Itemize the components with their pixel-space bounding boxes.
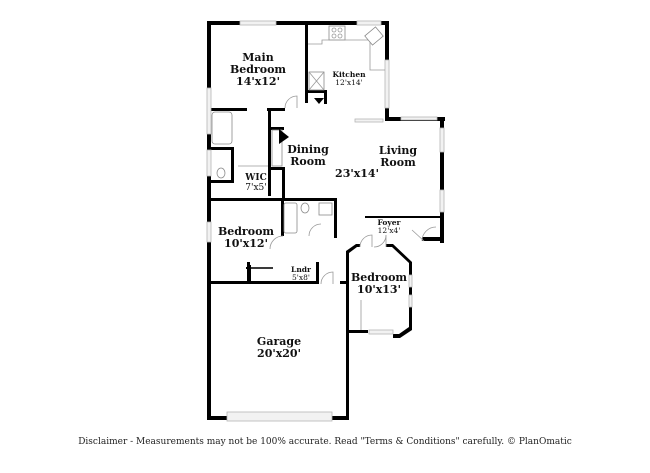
room-dimensions: 12'x4'	[377, 226, 401, 236]
room-dining: Dining Room	[287, 143, 329, 169]
bathtub-icon	[283, 202, 298, 234]
room-name: Lndr	[291, 265, 311, 274]
room-laundry: Lndr 5'x8'	[291, 265, 311, 283]
room-wic: WIC 7'x5'	[245, 173, 267, 194]
room-name: Foyer	[377, 218, 401, 227]
room-name: Garage	[256, 335, 302, 348]
room-dimensions: 10'x13'	[357, 283, 401, 297]
room-name: Bedroom	[350, 271, 408, 284]
toilet-icon	[216, 167, 226, 179]
toilet-icon	[300, 202, 310, 214]
room-dimensions: 5'x8'	[292, 273, 310, 283]
room-name: Bedroom	[217, 225, 275, 238]
room-living: Living Room	[378, 144, 418, 170]
room-name: Living	[378, 144, 418, 157]
disclaimer-text: Disclaimer - Measurements may not be 100…	[78, 437, 572, 447]
room-living-dims: 23'x14'	[335, 167, 379, 180]
room-name: Bedroom	[229, 63, 287, 77]
room-bedroom-2: Bedroom 10'x12'	[217, 225, 275, 251]
room-dimensions: 14'x12'	[236, 75, 280, 89]
room-name: Kitchen	[332, 70, 366, 79]
room-name: WIC	[245, 173, 267, 183]
room-dimensions: 12'x14'	[335, 78, 363, 88]
room-dimensions: 23'x14'	[335, 167, 379, 180]
bathtub-icon	[211, 111, 233, 145]
room-name: Dining	[287, 143, 329, 156]
room-name: Main	[242, 51, 274, 64]
room-name: Room	[290, 155, 326, 169]
vanity-icon	[271, 129, 283, 167]
room-kitchen: Kitchen 12'x14'	[332, 70, 366, 88]
windows	[206, 20, 445, 422]
room-dimensions: 7'x5'	[245, 182, 267, 193]
fixtures	[211, 25, 437, 330]
room-garage: Garage 20'x20'	[256, 335, 302, 361]
kitchen-sink-icon	[364, 26, 384, 46]
room-foyer: Foyer 12'x4'	[377, 218, 401, 236]
sink-icon	[318, 202, 333, 216]
room-name: Room	[380, 156, 416, 170]
room-bedroom-3: Bedroom 10'x13'	[350, 271, 408, 297]
stove-icon	[328, 25, 346, 41]
room-dimensions: 20'x20'	[257, 347, 301, 361]
room-dimensions: 10'x12'	[224, 237, 268, 251]
room-main-bedroom: Main Bedroom 14'x12'	[229, 51, 287, 89]
